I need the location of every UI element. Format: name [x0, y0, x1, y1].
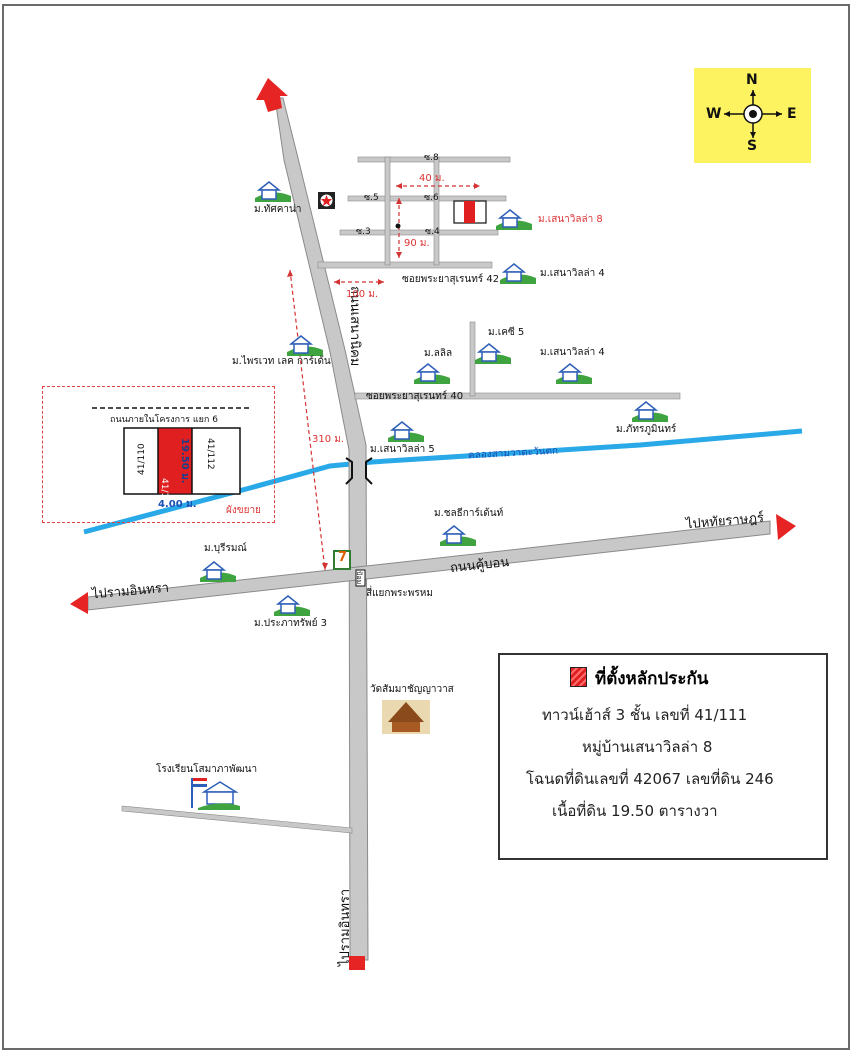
collateral-swatch-icon: [570, 667, 587, 687]
soi-grid: [339, 156, 511, 266]
legend-line-2: หมู่บ้านเสนาวิลล่า 8: [582, 738, 713, 756]
place-private-lake: ม.ไพรเวท เลค การ์เด้น: [232, 356, 331, 367]
gas-station-star: [321, 195, 332, 206]
soi-42-label: ซอยพระยาสุเรนทร์ 42: [402, 274, 500, 285]
inset-road-label: ถนนภายในโครงการ แยก 6: [110, 415, 218, 425]
inset-unit-right: 41/112: [205, 438, 215, 470]
place-senavilla-5: ม.เสนาวิลล่า 5: [370, 444, 435, 455]
seven-eleven-label: 7: [338, 550, 348, 565]
location-dot: [395, 223, 401, 229]
place-lalil: ม.ลลิล: [424, 348, 453, 359]
inset-depth: 19.50 ม.: [179, 438, 190, 484]
school-road: [121, 805, 353, 834]
south-end-marker: [349, 956, 365, 970]
place-chonthi: ม.ชลธีการ์เด้นท์: [434, 508, 504, 519]
north-arrow-head: [256, 78, 288, 112]
soi-42-road: [317, 261, 493, 269]
place-kechi-5: ม.เคซี 5: [488, 327, 525, 338]
soi-4-label: ซ.4: [425, 227, 440, 237]
junction-label: สี่แยกพระพรหม: [366, 588, 433, 599]
legend-title: ที่ตั้งหลักประกัน: [595, 669, 709, 689]
distance-90: 90 ม.: [404, 238, 430, 249]
soi-5-label: ซ.5: [364, 193, 379, 203]
house-icons: [200, 181, 668, 616]
dimension-arrowheads: [287, 183, 480, 570]
legend-line-1: ทาวน์เฮ้าส์ 3 ชั้น เลขที่ 41/111: [542, 706, 748, 724]
compass-star-icon: [724, 90, 782, 138]
place-phatra: ม.ภัทรภูมินทร์: [616, 424, 677, 435]
place-prapasap-3: ม.ประภาทรัพย์ 3: [254, 618, 328, 629]
place-senavilla-4-a: ม.เสนาวิลล่า 4: [540, 268, 605, 279]
compass-west: W: [706, 106, 722, 122]
place-senavilla-8: ม.เสนาวิลล่า 8: [538, 214, 603, 225]
compass-rose: N S W E: [694, 68, 811, 163]
inset-enlarged-plan: [42, 386, 275, 523]
compass-south: S: [747, 138, 758, 154]
legend-title-row: ที่ตั้งหลักประกัน: [570, 665, 708, 692]
place-thatsakana: ม.ทัศคาน่า: [254, 204, 302, 215]
legend-line-4: เนื้อที่ดิน 19.50 ตารางวา: [552, 802, 718, 820]
compass-east: E: [787, 106, 797, 122]
soi-40-label: ซอยพระยาสุเรนทร์ 40: [366, 391, 464, 402]
place-temple: วัดสัมมาชัญญาวาส: [370, 684, 454, 695]
inset-width: 4.00 ม.: [158, 499, 197, 510]
legend-line-3: โฉนดที่ดินเลขที่ 42067 เลขที่ดิน 246: [526, 770, 774, 788]
distance-100: 100 ม.: [346, 289, 379, 300]
collateral-legend: ที่ตั้งหลักประกัน ทาวน์เฮ้าส์ 3 ชั้น เลข…: [498, 653, 828, 860]
to-ram-intra-south: ไปรามอินทรา: [338, 888, 353, 966]
distance-40: 40 ม.: [419, 173, 445, 184]
place-senavilla-4-b: ม.เสนาวิลล่า 4: [540, 347, 605, 358]
soi-40-road: [354, 392, 681, 400]
place-school: โรงเรียนโสมาภาพัฒนา: [156, 764, 258, 775]
bridge: [345, 457, 373, 485]
soi-8-label: ซ.8: [424, 153, 439, 163]
temple-icon: [382, 700, 430, 734]
place-burirom: ม.บุรีรมณ์: [204, 543, 247, 554]
main-road: [274, 97, 369, 961]
seven-eleven-icon: [333, 550, 351, 570]
east-arrow-head: [776, 514, 796, 540]
inset-plan: [92, 407, 250, 495]
inset-unit-left: 41/110: [137, 443, 147, 475]
map-frame: [2, 4, 850, 1050]
inset-caption: ผังขยาย: [226, 505, 261, 516]
soi-3-label: ซ.3: [356, 227, 371, 237]
distance-310: 310 ม.: [312, 434, 345, 445]
west-arrow-head: [70, 592, 88, 614]
soi-40-branch: [469, 321, 476, 397]
police-box-label: ป้อม: [355, 571, 363, 585]
police-box-icon: [355, 569, 366, 587]
soi-6-label: ซ.6: [424, 193, 439, 203]
property-marker-fill: [464, 201, 475, 223]
school-icon: [191, 778, 240, 810]
compass-north: N: [746, 72, 758, 88]
